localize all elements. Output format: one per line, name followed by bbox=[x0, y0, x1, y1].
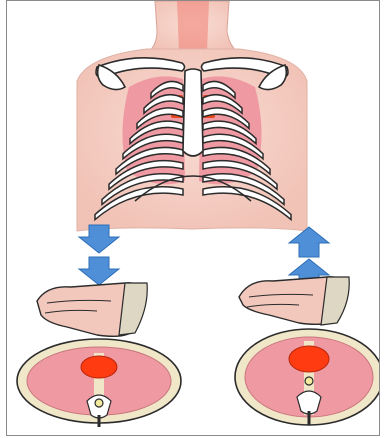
right-release-panel bbox=[235, 277, 380, 425]
heart bbox=[81, 356, 117, 378]
illustration-frame bbox=[6, 0, 380, 436]
arrow-up-icon bbox=[289, 227, 329, 257]
left-compression-panel bbox=[17, 283, 181, 427]
trachea bbox=[177, 1, 209, 51]
compression-arrows bbox=[79, 225, 329, 287]
arrow-down-icon bbox=[79, 257, 119, 285]
sternum bbox=[183, 69, 203, 156]
cpr-chest-illustration bbox=[7, 1, 380, 436]
heart bbox=[289, 346, 329, 372]
